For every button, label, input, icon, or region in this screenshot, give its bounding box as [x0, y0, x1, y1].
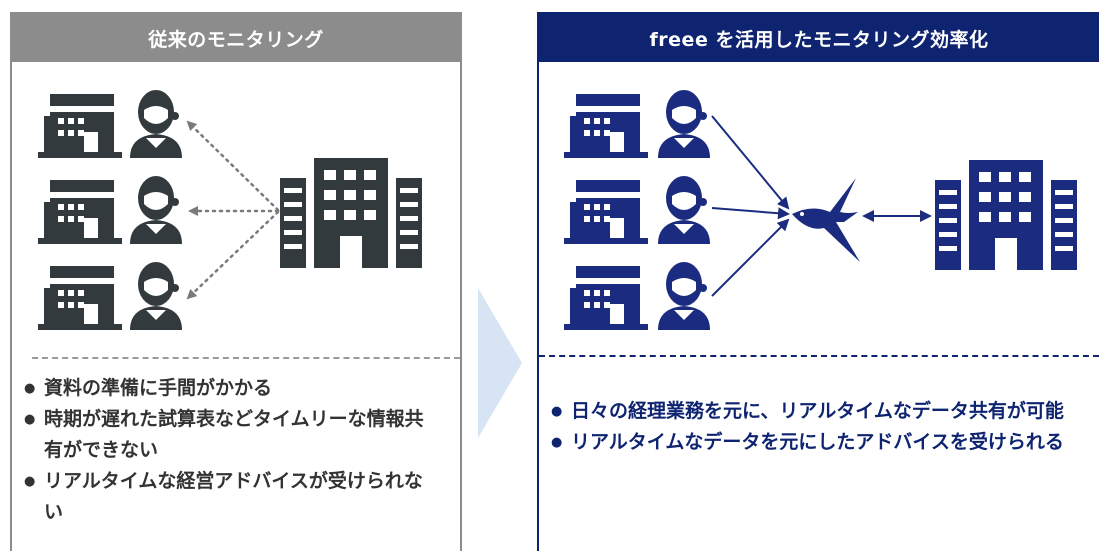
store-icon	[38, 180, 122, 244]
client-store-1	[564, 90, 710, 158]
client-store-3	[38, 262, 182, 330]
freee-diagram	[564, 90, 1077, 330]
solid-connectors	[711, 115, 932, 297]
dotted-arrow	[186, 210, 280, 300]
panel-title: freee を活用したモニタリング効率化	[539, 14, 1099, 62]
data-flow-arrow	[711, 207, 790, 220]
person-icon	[658, 262, 710, 330]
dashed-divider	[539, 355, 1099, 357]
list-item: 資料の準備に手間がかかる	[24, 373, 434, 404]
store-icon	[564, 266, 648, 330]
office-building-icon	[280, 158, 422, 268]
store-icon	[38, 94, 122, 158]
store-icon	[564, 94, 648, 158]
person-icon	[130, 90, 182, 158]
dashed-divider	[32, 357, 460, 359]
list-item: 日々の経理業務を元に、リアルタイムなデータ共有が可能	[551, 396, 1091, 427]
list-item: リアルタイムなデータを元にしたアドバイスを受けられる	[551, 427, 1091, 458]
traditional-monitoring-panel: 従来のモニタリング 資料の準備に手間がかかる 時期が遅れた試算表などタイムリーな…	[10, 12, 462, 551]
office-building-icon	[935, 160, 1077, 270]
issue-list: 資料の準備に手間がかかる 時期が遅れた試算表などタイムリーな情報共有ができない …	[24, 373, 434, 528]
person-icon	[658, 176, 710, 244]
transition-arrow-icon	[478, 288, 522, 438]
freee-bird-icon	[792, 178, 860, 262]
client-store-2	[564, 176, 710, 244]
client-store-3	[564, 262, 710, 330]
person-icon	[130, 262, 182, 330]
data-flow-arrow	[711, 115, 790, 210]
store-icon	[38, 266, 122, 330]
list-item: リアルタイムな経営アドバイスが受けられない	[24, 466, 434, 528]
person-icon	[130, 176, 182, 244]
dotted-arrow	[186, 120, 280, 212]
panel-title: 従来のモニタリング	[12, 14, 460, 62]
list-item: 時期が遅れた試算表などタイムリーな情報共有ができない	[24, 404, 434, 466]
person-icon	[658, 90, 710, 158]
dotted-connectors	[186, 120, 280, 300]
store-icon	[564, 180, 648, 244]
freee-monitoring-panel: freee を活用したモニタリング効率化 日々の経理業務を元に、リアルタイムなデ…	[537, 12, 1099, 551]
benefit-list: 日々の経理業務を元に、リアルタイムなデータ共有が可能 リアルタイムなデータを元に…	[551, 396, 1091, 458]
data-flow-arrow	[711, 218, 790, 297]
client-store-2	[38, 176, 182, 244]
client-store-1	[38, 90, 182, 158]
traditional-diagram	[38, 90, 422, 330]
